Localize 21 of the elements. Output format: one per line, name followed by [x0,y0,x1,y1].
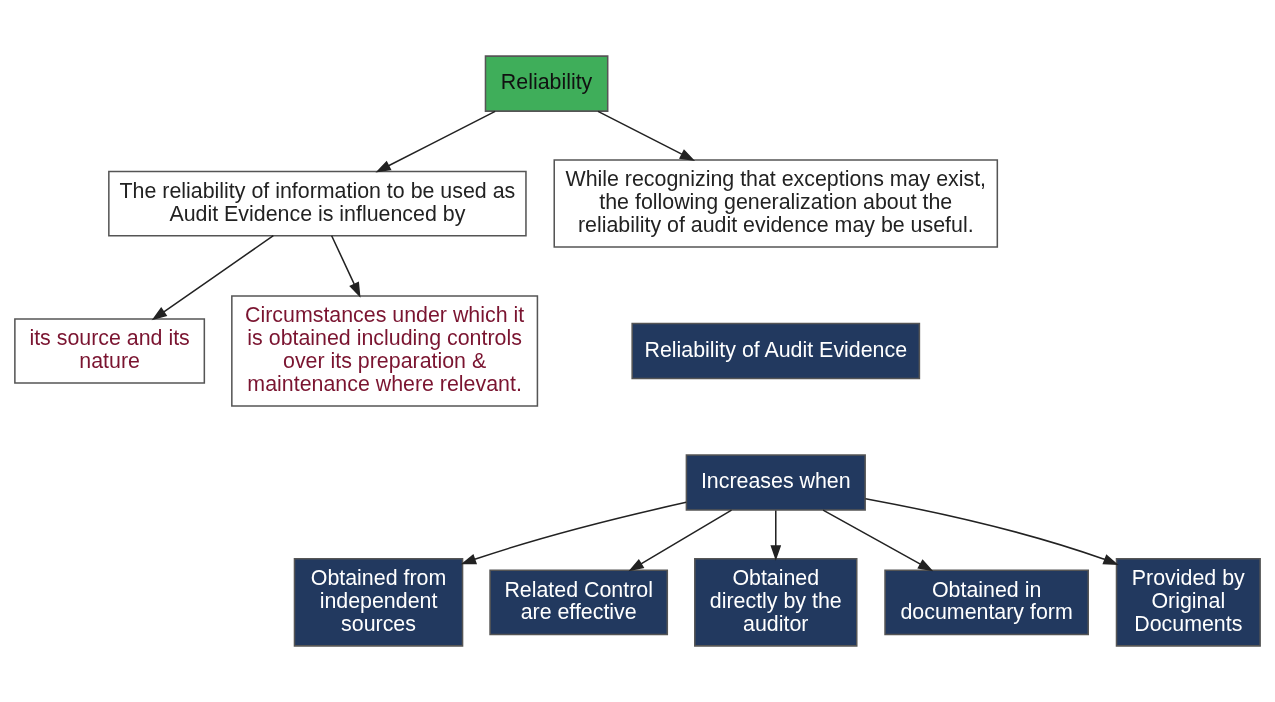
node-box: Provided by Original Documents [1115,558,1261,647]
node-box: While recognizing that exceptions may exist, the following generalization about the reliability of audit evidence may be useful. [553,159,999,248]
node-box: Reliability of Audit Evidence [631,322,921,380]
arrow [151,234,275,321]
arrow [628,509,733,572]
node-box: its source and its nature [14,318,206,384]
node-box: Obtained directly by the auditor [694,558,858,647]
node-box: Reliability [484,55,609,112]
arrow [822,509,934,572]
arrow [460,501,687,565]
node-box: Increases when [685,454,866,511]
arrow [597,110,696,161]
arrow [864,497,1119,565]
node-box: Obtained in documentary form [884,569,1089,636]
arrow [770,509,782,561]
node-box: Circumstances under which it is obtained including controls over its preparation & maintenance where relevant. [231,295,539,407]
node-box: The reliability of information to be used as Audit Evidence is influenced by [108,170,527,237]
node-box: Obtained from independent sources [293,558,464,647]
node-box: Related Control are effective [489,569,669,636]
arrow [375,110,496,173]
arrow [330,234,361,298]
